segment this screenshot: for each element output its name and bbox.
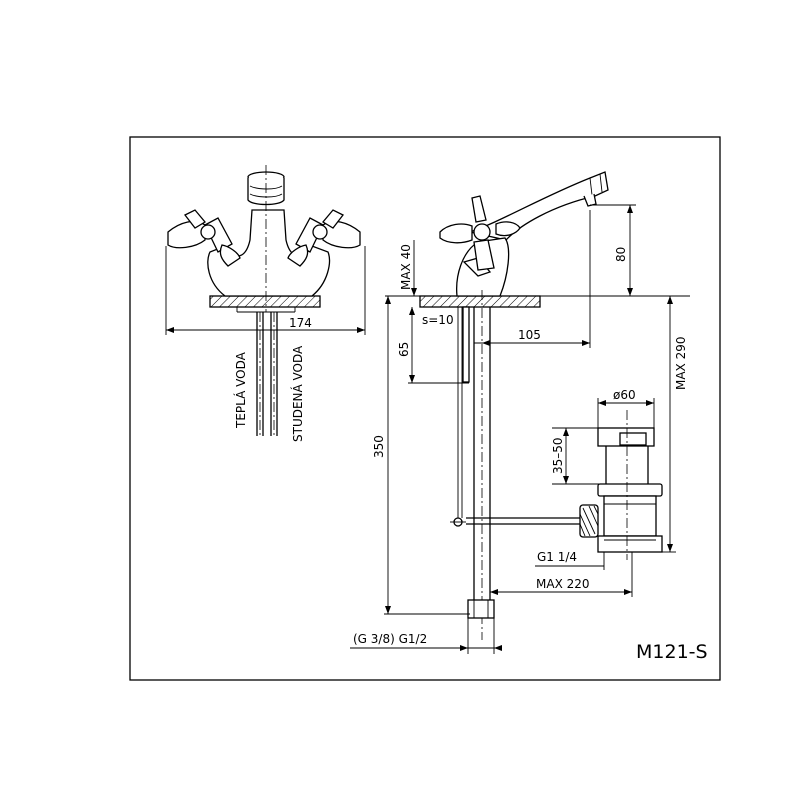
model-label: M121-S bbox=[636, 641, 708, 663]
dim-diameter: ø60 bbox=[597, 388, 655, 428]
dim-width: 174 bbox=[165, 246, 366, 335]
front-deck-plate bbox=[209, 295, 321, 308]
dim-diameter-label: ø60 bbox=[613, 388, 636, 402]
dim-drain-thread: G1 1/4 bbox=[535, 550, 605, 570]
dim-35-50-label: 35–50 bbox=[551, 437, 565, 474]
dim-max-40: MAX 40 bbox=[399, 240, 417, 296]
dim-width-label: 174 bbox=[289, 316, 312, 330]
drain-thread-label: G1 1/4 bbox=[537, 550, 577, 564]
side-handle bbox=[439, 195, 521, 271]
drain-assembly bbox=[597, 410, 663, 560]
dim-350-label: 350 bbox=[372, 435, 386, 458]
front-view: 174 TEPLÁ VODA STUDENÁ VODA bbox=[165, 165, 366, 442]
side-deck-plate bbox=[419, 295, 541, 308]
left-handle bbox=[167, 209, 241, 267]
dim-max-40-label: MAX 40 bbox=[399, 244, 413, 290]
dim-65-label: 65 bbox=[397, 342, 411, 357]
dim-105-label: 105 bbox=[518, 328, 541, 342]
dim-105: 105 bbox=[474, 210, 591, 348]
dim-350: 350 bbox=[372, 296, 470, 615]
dim-main-thread: (G 3/8) G1/2 bbox=[350, 618, 502, 654]
dim-max-290: MAX 290 bbox=[662, 296, 688, 553]
dim-80-label: 80 bbox=[614, 247, 628, 262]
dim-max-290-label: MAX 290 bbox=[674, 336, 688, 390]
dim-thickness-label: s=10 bbox=[422, 313, 454, 327]
label-hot-water: TEPLÁ VODA bbox=[233, 351, 248, 429]
right-handle bbox=[287, 209, 361, 267]
dim-35-50: 35–50 bbox=[551, 427, 606, 485]
side-view: 80 MAX 40 s=10 105 65 bbox=[350, 171, 690, 654]
faucet-body-front bbox=[207, 209, 331, 297]
dim-max-220: MAX 220 bbox=[490, 552, 633, 597]
dim-80: 80 bbox=[590, 204, 636, 296]
dim-65: 65 bbox=[397, 307, 469, 384]
main-thread-label: (G 3/8) G1/2 bbox=[353, 632, 427, 646]
dim-max-220-label: MAX 220 bbox=[536, 577, 590, 591]
label-cold-water: STUDENÁ VODA bbox=[290, 345, 305, 442]
drawing-frame bbox=[129, 136, 721, 681]
